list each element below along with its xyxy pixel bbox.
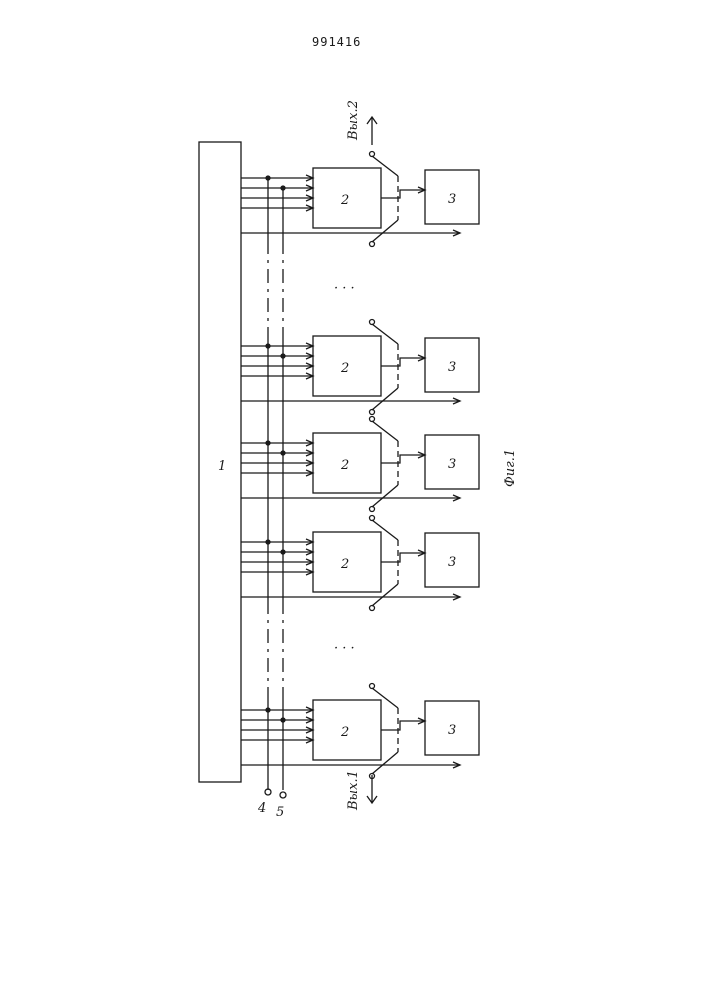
junction-dot <box>266 176 270 180</box>
junction-dot <box>281 186 285 190</box>
switch-contact <box>370 606 375 611</box>
label-block-3: 3 <box>448 723 456 738</box>
switch-contact <box>370 516 375 521</box>
switch-contact <box>370 417 375 422</box>
label-output-1: Вых.1 <box>346 770 361 811</box>
junction-dot <box>281 451 285 455</box>
label-block-2: 2 <box>340 361 349 376</box>
terminal-5 <box>280 792 286 798</box>
label-block-2: 2 <box>340 193 349 208</box>
label-block-2: 2 <box>340 725 349 740</box>
switch-wire <box>372 584 398 606</box>
junction-dot <box>266 708 270 712</box>
label-terminal-4: 4 <box>257 801 266 816</box>
switch-wire <box>372 421 398 441</box>
switch-contact <box>370 152 375 157</box>
switch-wire <box>372 688 398 708</box>
ellipsis-bottom: · · · <box>334 641 355 656</box>
switch-wire <box>372 388 398 410</box>
switch-contact <box>370 507 375 512</box>
link-wire <box>381 721 425 730</box>
switch-contact <box>370 320 375 325</box>
link-wire <box>381 190 425 198</box>
link-wire <box>381 553 425 562</box>
junction-dot <box>266 540 270 544</box>
switch-contact <box>370 242 375 247</box>
junction-dot <box>266 344 270 348</box>
label-block-3: 3 <box>448 192 456 207</box>
label-output-2: Вых.2 <box>346 100 361 141</box>
switch-wire <box>372 220 398 242</box>
switch-wire <box>372 156 398 176</box>
switch-wire <box>372 485 398 507</box>
switch-wire <box>372 324 398 344</box>
label-block-3: 3 <box>448 555 456 570</box>
ellipsis-top: · · · <box>334 281 355 296</box>
junction-dot <box>281 550 285 554</box>
label-terminal-5: 5 <box>276 805 284 820</box>
switch-wire <box>372 520 398 540</box>
figure-caption: Фиг.1 <box>503 449 518 487</box>
label-block-1: 1 <box>218 459 226 474</box>
junction-dot <box>266 441 270 445</box>
junction-dot <box>281 718 285 722</box>
switch-contact <box>370 684 375 689</box>
link-wire <box>381 358 425 366</box>
label-block-2: 2 <box>340 557 349 572</box>
label-block-3: 3 <box>448 457 456 472</box>
switch-wire <box>372 752 398 774</box>
switch-contact <box>370 410 375 415</box>
label-block-3: 3 <box>448 360 456 375</box>
junction-dot <box>281 354 285 358</box>
link-wire <box>381 455 425 463</box>
label-block-2: 2 <box>340 458 349 473</box>
